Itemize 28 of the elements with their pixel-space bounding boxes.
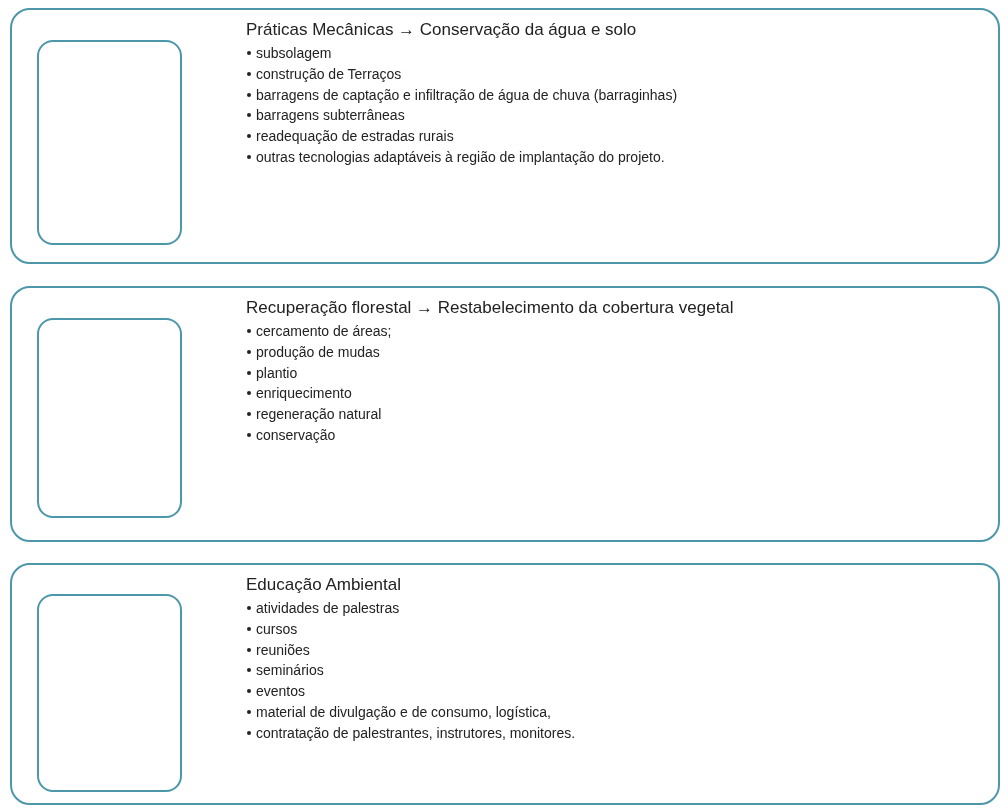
bullet-item: eventos bbox=[256, 682, 307, 702]
section-heading: Educação Ambiental bbox=[246, 575, 401, 595]
bullet-item: barragens de captação e infiltração de água de chuva (barraginhas) bbox=[256, 85, 678, 105]
section-panel bbox=[10, 563, 1000, 805]
bullet-item: reuniões bbox=[256, 640, 311, 660]
empty-box bbox=[37, 40, 182, 245]
empty-box bbox=[37, 594, 182, 792]
bullet-item: material de divulgação e de consumo, logística, bbox=[256, 703, 552, 722]
bullet-item: subsolagem bbox=[256, 44, 333, 63]
bullet-item: barragens subterrâneas bbox=[256, 106, 406, 126]
section-heading: Recuperação florestal → Restabelecimento da cobertura vegetal bbox=[246, 298, 734, 318]
bullet-item: plantio bbox=[256, 363, 299, 383]
bullet-item: seminários bbox=[256, 661, 325, 681]
bullet-item: enriquecimento bbox=[256, 384, 353, 404]
bullet-item: regeneração natural bbox=[256, 405, 383, 425]
bullet-item: construção de Terraços bbox=[256, 64, 403, 84]
bullet-item: cercamento de áreas; bbox=[256, 322, 392, 341]
bullet-item: atividades de palestras bbox=[256, 599, 401, 618]
empty-box bbox=[37, 318, 182, 518]
bullet-item: contratação de palestrantes, instrutores, monitores. bbox=[256, 723, 576, 743]
bullet-item: outras tecnologias adaptáveis à região de implantação do projeto. bbox=[256, 148, 666, 167]
section-panel bbox=[10, 286, 1000, 542]
section-panel bbox=[10, 8, 1000, 264]
bullet-item: conservação bbox=[256, 426, 337, 445]
bullet-item: cursos bbox=[256, 619, 299, 639]
bullet-item: produção de mudas bbox=[256, 342, 381, 362]
section-heading: Práticas Mecânicas → Conservação da água e solo bbox=[246, 20, 637, 40]
bullet-item: readequação de estradas rurais bbox=[256, 127, 455, 147]
